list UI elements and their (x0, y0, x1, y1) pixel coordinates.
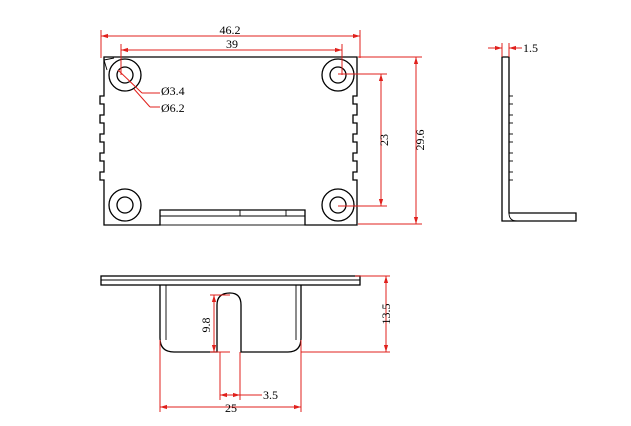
bottom-tab-edge (159, 209, 306, 226)
side-view-ticks (509, 95, 513, 181)
dim-hole-pitch-x-label: 39 (226, 37, 238, 51)
dim-slot-length-label: 9.8 (199, 318, 213, 333)
front-view-outline (99, 56, 358, 226)
dim-hole-pitch-y: 23 (338, 73, 391, 207)
mounting-hole-bottom-right (321, 188, 355, 222)
dim-hole-diameter-label: Ø3.4 (161, 84, 185, 98)
dim-hole-pitch-y-label: 23 (377, 134, 391, 146)
dim-slot-width: 3.5 (219, 352, 278, 402)
dim-hole-diameter: Ø3.4 (117, 69, 185, 98)
dim-boss-diameter: Ø6.2 (133, 88, 185, 115)
mounting-hole-top-left (103, 57, 142, 92)
side-view (501, 56, 577, 222)
dim-overall-width: 46.2 (100, 23, 361, 58)
front-view (99, 56, 358, 226)
mounting-hole-top-right (321, 58, 355, 92)
bottom-view-tab (159, 285, 302, 353)
dim-thickness-label: 1.5 (523, 41, 538, 55)
mounting-hole-bottom-left (108, 188, 142, 222)
bottom-view-flange (100, 275, 361, 286)
dim-slot-width-label: 3.5 (263, 388, 278, 402)
dim-hole-pitch-x: 39 (120, 37, 343, 75)
dim-tab-height: 13.5 (301, 275, 393, 353)
dim-tab-height-label: 13.5 (379, 304, 393, 325)
dim-tab-width: 25 (159, 340, 302, 415)
dim-thickness: 1.5 (488, 41, 538, 57)
bottom-view (100, 275, 361, 353)
side-view-outline (501, 56, 577, 222)
dim-overall-height: 29.6 (358, 56, 427, 225)
dim-boss-diameter-label: Ø6.2 (161, 101, 185, 115)
dim-slot-length: 9.8 (199, 294, 230, 353)
dim-tab-width-label: 25 (225, 401, 237, 415)
dim-overall-height-label: 29.6 (413, 130, 427, 151)
dim-overall-width-label: 46.2 (220, 23, 241, 37)
